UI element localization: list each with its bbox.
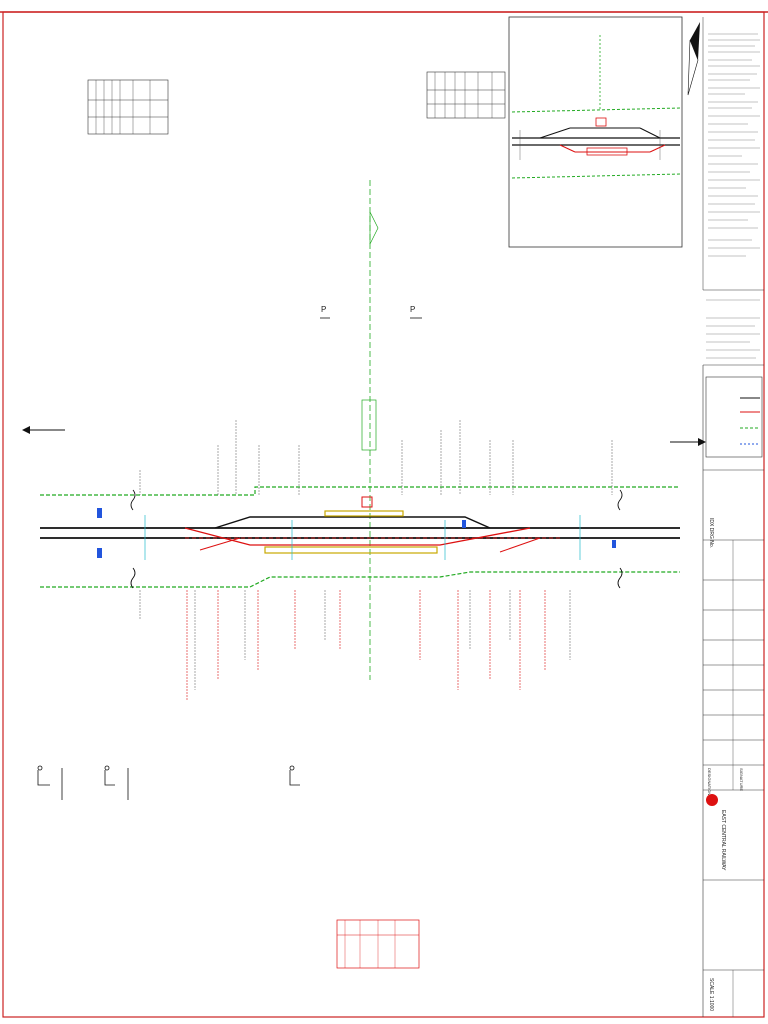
north-arrow-icon [687,22,700,96]
notes-block [702,17,764,366]
title-block: IDX DRG No. DESIGNATION SIGNATURE EAST C… [702,365,764,1017]
railway-emblem-icon [706,794,718,806]
p-marker-left: P [321,305,326,314]
existing-loop [214,516,491,529]
yard-layout: P P [22,180,706,700]
signal-symbols [37,765,300,800]
right-direction-arrow-icon [670,438,706,446]
scale-label: SCALE 1:1000 [708,978,714,1011]
key-plan-frame [508,16,683,248]
proposed-loop [184,527,531,546]
sheet-border [2,11,765,1018]
designation-label: DESIGNATION [707,768,712,795]
p-marker-right: P [410,305,415,314]
railway-name: EAST CENTRAL RAILWAY [720,810,726,871]
right-small-table [426,71,506,119]
drawing-no-label: IDX DRG No. [708,518,714,548]
bottom-table [336,919,420,969]
signal-icons [97,508,616,558]
signature-label: SIGNATURE [739,768,744,791]
boundary-bottom [40,571,680,588]
platform-proposed [264,546,438,554]
proposed-station-building [361,496,373,508]
platform-existing [324,510,404,517]
key-plan [508,16,683,248]
boundary-top [40,486,680,496]
left-small-table [87,79,169,135]
legend [705,376,763,458]
left-direction-arrow-icon [22,426,65,434]
legend-frame [705,376,763,458]
